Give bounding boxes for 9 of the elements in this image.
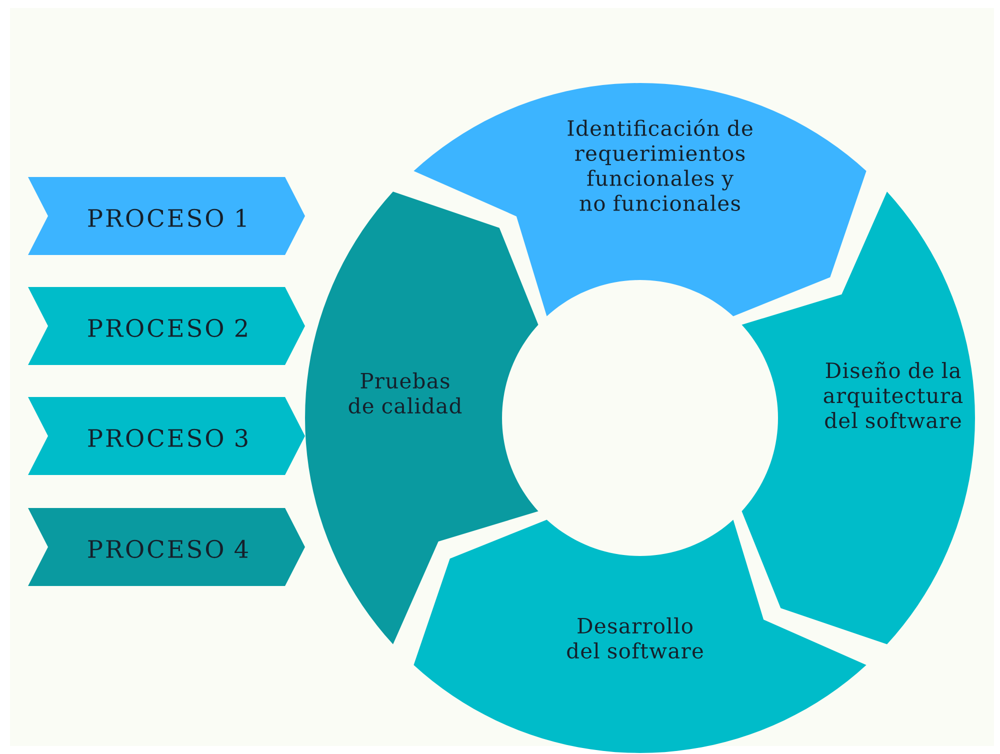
ring-segment: Pruebas de calidad xyxy=(305,192,538,644)
chevron-box: PROCESO 1 xyxy=(28,176,305,255)
ring-segment: Desarrollo del software xyxy=(414,520,866,753)
node-label: Desarrollo del software xyxy=(567,617,703,659)
chevron-box: PROCESO 2 xyxy=(28,286,305,365)
ring-segment: Identificación de requerimientos funcionales y no funcionales xyxy=(414,83,866,316)
chevron-box: PROCESO 4 xyxy=(28,508,305,586)
ring-segment: Diseño de la arquitectura del software xyxy=(742,192,975,644)
chevron-box: PROCESO 3 xyxy=(28,396,305,475)
